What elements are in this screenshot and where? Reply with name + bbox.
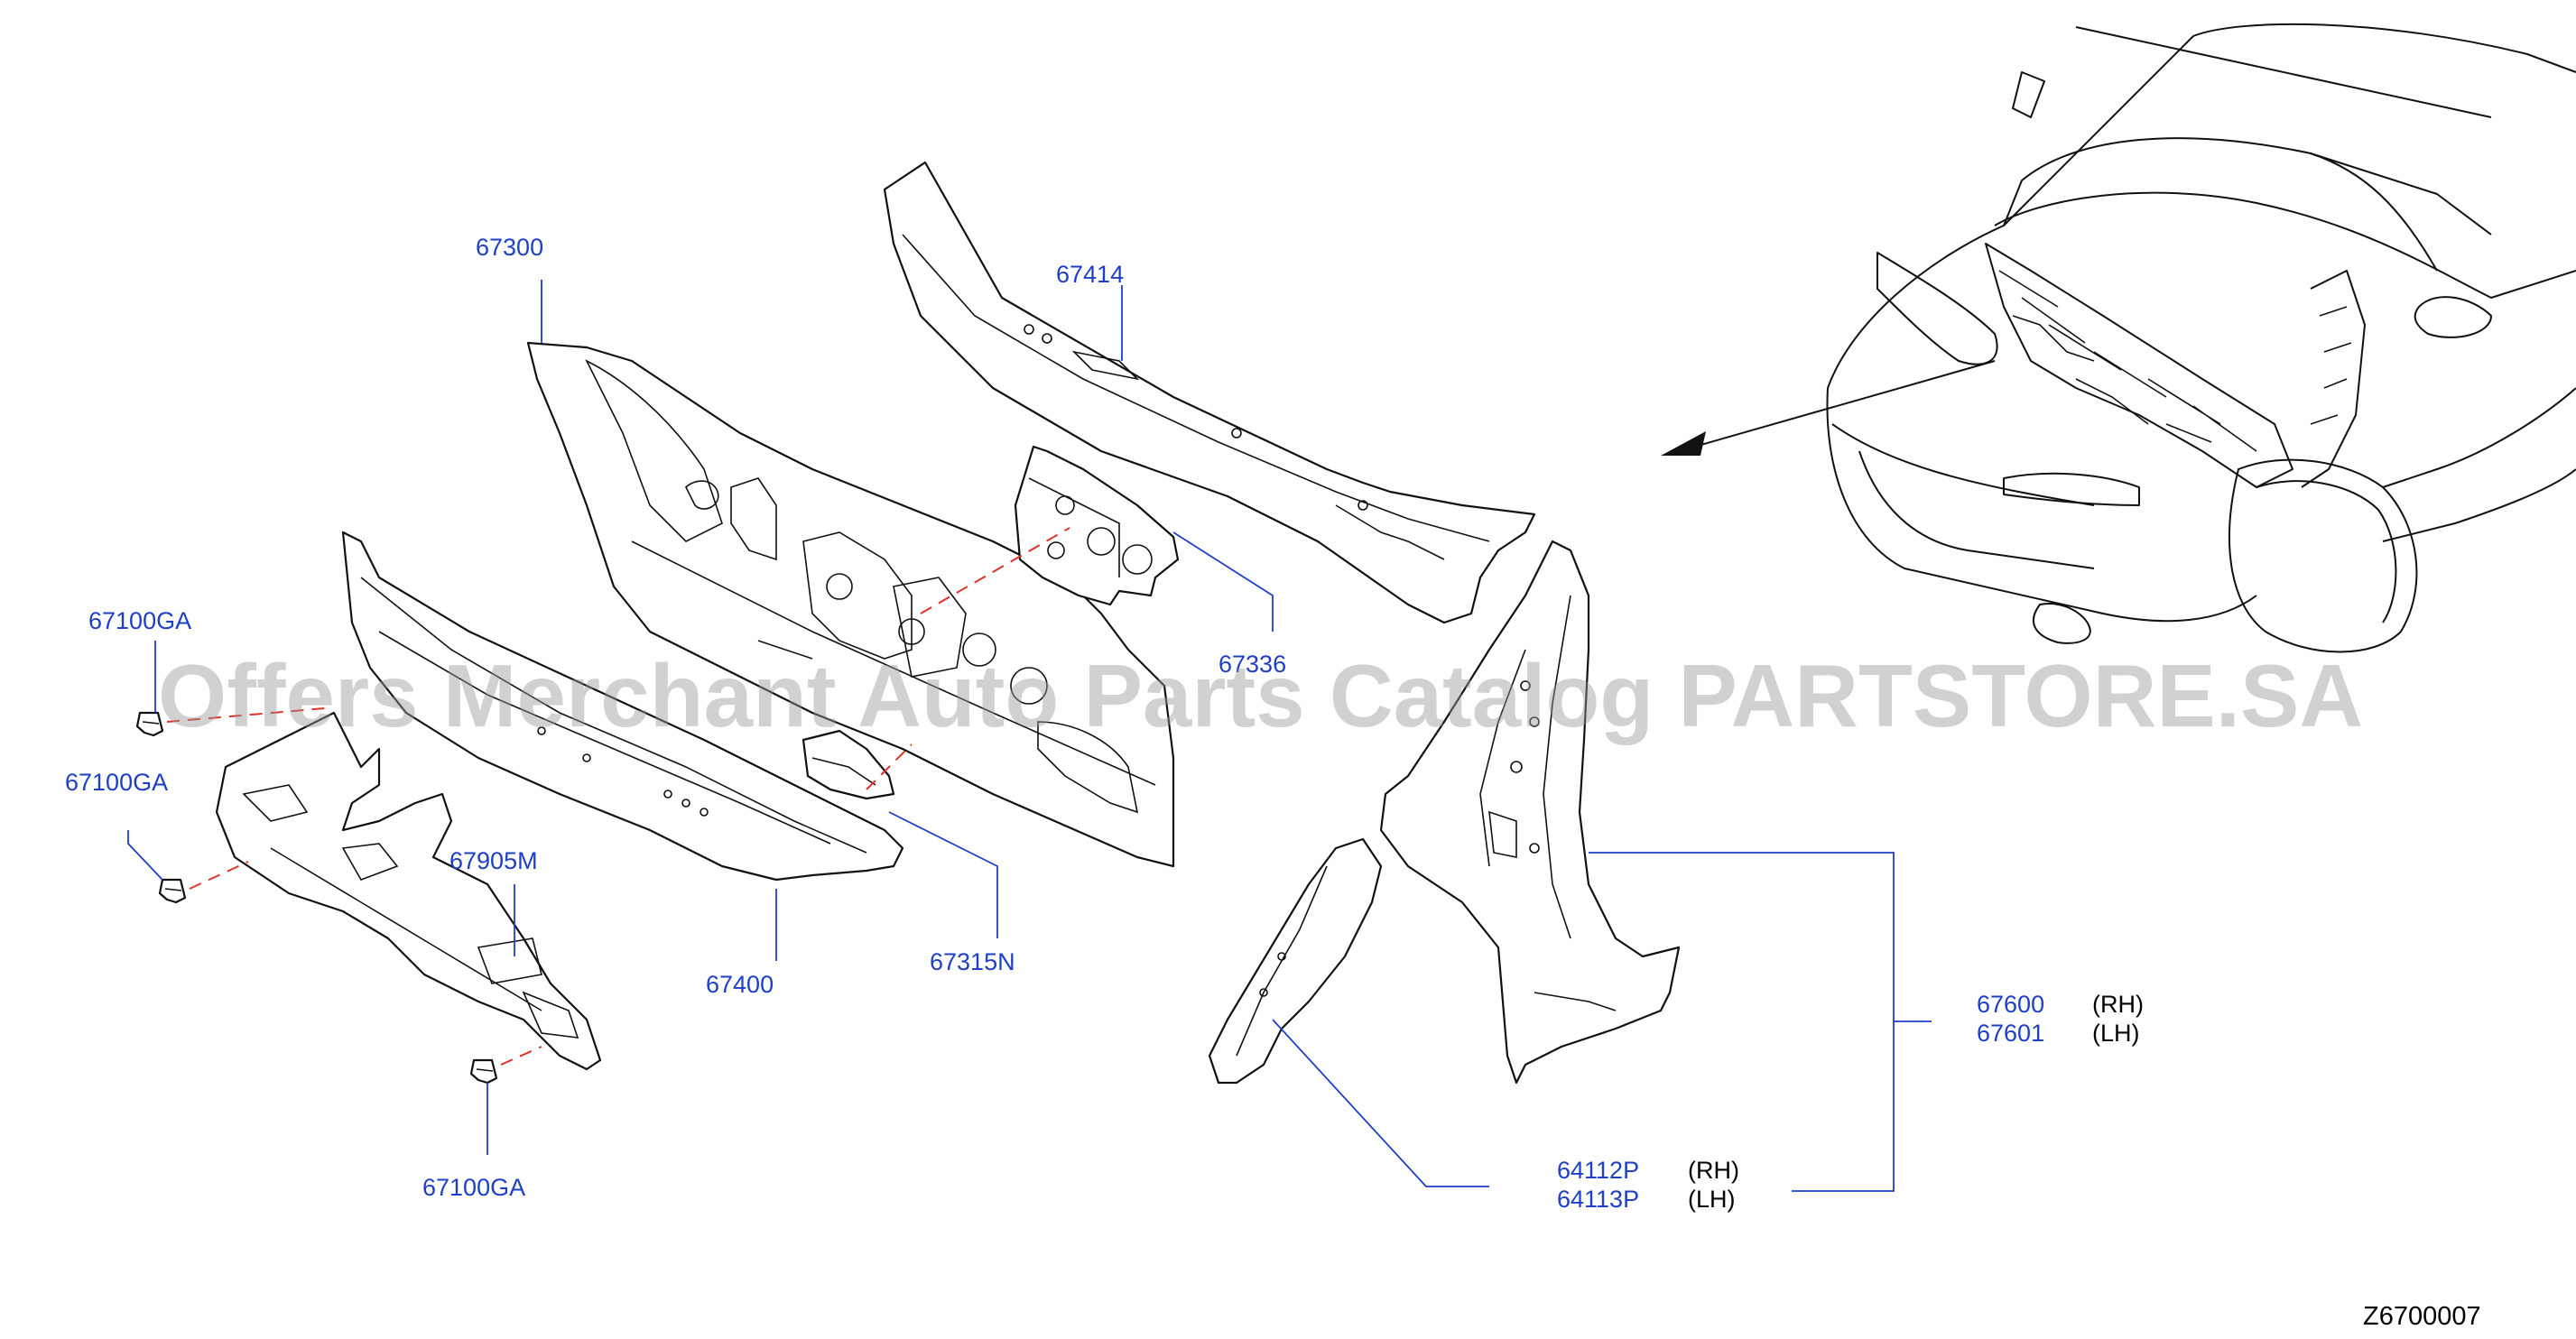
callout-67100GA-3[interactable]: 67100GA xyxy=(422,1174,525,1201)
part-67905M[interactable] xyxy=(215,711,602,1071)
part-67414[interactable] xyxy=(883,161,1536,624)
clip-67100GA-1[interactable] xyxy=(135,711,164,737)
watermark: Offers Merchant Auto Parts Catalog PARTS… xyxy=(158,646,2363,745)
assembly-lines xyxy=(166,527,1070,1066)
callout-64112P-side: (RH) xyxy=(1688,1157,1739,1184)
callout-67336[interactable]: 67336 xyxy=(1219,651,1286,678)
callout-67600[interactable]: 67600 xyxy=(1977,991,2044,1018)
callout-67601-side: (LH) xyxy=(2092,1020,2140,1047)
callout-67905M[interactable]: 67905M xyxy=(449,847,538,874)
part-67315N[interactable] xyxy=(802,729,895,800)
part-67300[interactable] xyxy=(526,341,1175,868)
part-67600-pillar[interactable] xyxy=(1379,540,1681,1085)
clip-67100GA-2[interactable] xyxy=(158,878,187,904)
part-64112P-hoodledge[interactable] xyxy=(1208,837,1383,1085)
callout-67315N[interactable]: 67315N xyxy=(930,948,1015,975)
callout-64112P[interactable]: 64112P xyxy=(1557,1157,1639,1184)
leader-lines xyxy=(127,280,1932,1192)
part-67400[interactable] xyxy=(341,531,904,882)
callout-67400[interactable]: 67400 xyxy=(706,971,774,998)
clip-67100GA-3[interactable] xyxy=(469,1058,498,1085)
callout-64113P[interactable]: 64113P xyxy=(1557,1186,1639,1213)
vehicle-overview xyxy=(1661,23,2576,653)
callout-64113P-side: (LH) xyxy=(1688,1186,1736,1213)
callout-67100GA-2[interactable]: 67100GA xyxy=(65,769,168,796)
drawing-code: Z6700007 xyxy=(2363,1302,2481,1331)
callout-labels: 67300 67414 67336 67100GA 67100GA 67100G… xyxy=(65,234,2144,1213)
callout-67600-side: (RH) xyxy=(2092,991,2144,1018)
callout-67300[interactable]: 67300 xyxy=(476,234,543,261)
callout-67414[interactable]: 67414 xyxy=(1056,261,1124,288)
part-67336[interactable] xyxy=(1014,445,1180,606)
callout-67100GA-1[interactable]: 67100GA xyxy=(88,607,191,634)
callout-67601[interactable]: 67601 xyxy=(1977,1020,2044,1047)
